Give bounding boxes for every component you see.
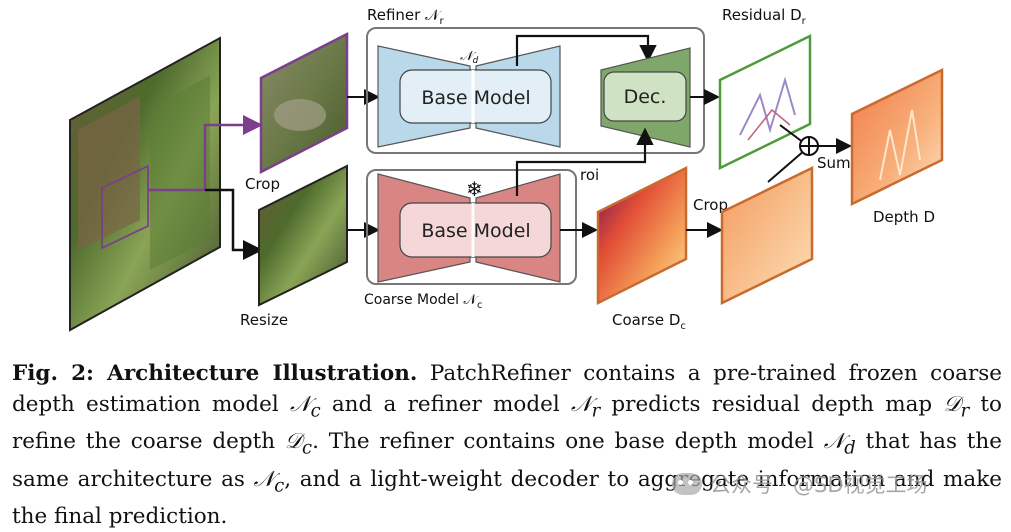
figure-caption: Fig. 2: Architecture Illustration. Patch… [12, 358, 1002, 532]
input-image [69, 36, 221, 332]
caption-text: and a refiner model [320, 392, 571, 417]
cropped-depth-image [720, 165, 814, 306]
refiner-label: Refiner 𝒩r [367, 6, 444, 27]
nd-label: 𝒩d [460, 49, 478, 66]
refiner-base-model: Base Model [377, 45, 561, 148]
decoder: Dec. [600, 47, 691, 148]
caption-math-sub: c [274, 474, 285, 496]
caption-math: 𝒟 [284, 429, 303, 455]
caption-math: 𝒟 [943, 392, 961, 417]
roi-label: roi [580, 166, 599, 184]
depth-label: Depth D [873, 208, 935, 226]
caption-math-sub: d [844, 437, 856, 459]
caption-math-sub: c [302, 437, 313, 459]
caption-text: that has the same architecture as [12, 429, 1002, 492]
svg-text:Dec.: Dec. [624, 86, 667, 108]
crop-arrow [148, 115, 263, 192]
resize-image [258, 164, 348, 307]
coarse-container [366, 169, 577, 285]
caption-text: predicts residual depth map [600, 392, 944, 417]
caption-math-sub: c [310, 400, 321, 422]
caption-math: 𝒩 [289, 392, 311, 417]
svg-text:Base Model: Base Model [421, 87, 530, 109]
residual-label: Residual Dr [722, 6, 807, 27]
resize-arrow [205, 188, 263, 260]
caption-math: 𝒩 [570, 392, 592, 417]
caption-math: 𝒩 [253, 466, 275, 492]
frozen-snowflake-icon: ❄ [466, 177, 483, 201]
caption-math-sub: r [591, 400, 601, 422]
crop-to-sum [767, 149, 806, 183]
crop-image [259, 31, 349, 175]
final-depth-image [850, 67, 944, 207]
roi-arrow [515, 127, 654, 196]
watermark: 公众号 · @SD视觉工场 [672, 469, 928, 499]
caption-text: . The refiner contains one base depth mo… [312, 429, 824, 455]
crop-region-box [101, 164, 149, 250]
residual-to-sum [779, 124, 805, 144]
coarse-depth-label: Coarse Dc [612, 311, 686, 332]
coarse-depth-image [596, 165, 688, 306]
wechat-icon [672, 473, 702, 495]
residual-image [718, 33, 812, 171]
caption-label: Fig. 2: Architecture Illustration. [12, 361, 418, 386]
resize-label: Resize [240, 311, 288, 329]
caption-text: PatchRefiner contains a pre-trained froz… [12, 361, 1002, 417]
coarse-model-label: Coarse Model 𝒩c [364, 292, 482, 311]
skip-connection-arrow [515, 34, 657, 66]
caption-math-sub: r [960, 400, 970, 422]
architecture-figure: Crop Resize Refiner 𝒩r Base Model 𝒩d Dec… [69, 6, 944, 332]
coarse-base-model: Base Model [377, 173, 561, 283]
caption-math: 𝒩 [823, 429, 845, 455]
watermark-text: 公众号 · @SD视觉工场 [710, 473, 928, 497]
crop-label-top: Crop [245, 175, 280, 193]
caption-text: to refine the coarse depth [12, 392, 1003, 455]
sum-label: Sum [817, 154, 851, 172]
crop-label-right: Crop [693, 196, 728, 214]
svg-text:Base Model: Base Model [421, 220, 530, 242]
